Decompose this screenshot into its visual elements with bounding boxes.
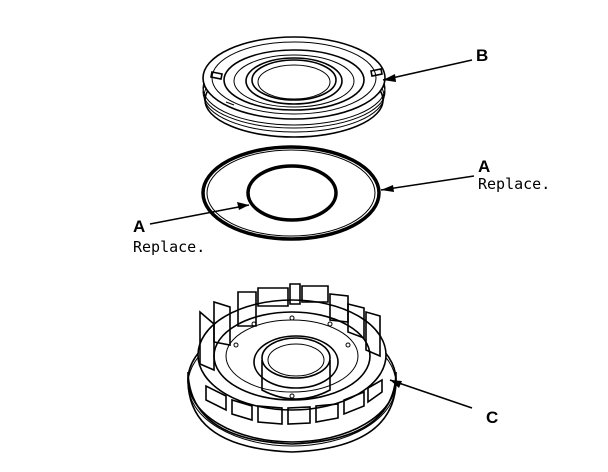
leader-c — [389, 379, 473, 409]
leader-a-left-arrowhead — [237, 202, 249, 210]
leader-c-arrowhead — [390, 380, 402, 388]
leader-a-right-arrowhead — [381, 185, 394, 192]
part-a-gasket — [201, 145, 381, 241]
part-c-drum — [187, 283, 397, 453]
leader-a-right — [380, 175, 475, 191]
callout-b-letter: B — [476, 46, 488, 65]
part-a-o-ring — [246, 164, 338, 222]
leader-a-left — [149, 204, 250, 225]
callout-a-right-letter: A — [478, 157, 490, 176]
callout-a-left-letter: A — [133, 217, 145, 236]
leader-b-arrowhead — [383, 74, 396, 82]
leader-b — [382, 59, 473, 81]
callout-a-left-note: Replace. — [133, 238, 205, 256]
part-b-plate — [202, 36, 386, 138]
callout-c-letter: C — [486, 408, 498, 427]
callout-a-right-note: Replace. — [478, 175, 550, 193]
leader-lines — [149, 59, 475, 409]
